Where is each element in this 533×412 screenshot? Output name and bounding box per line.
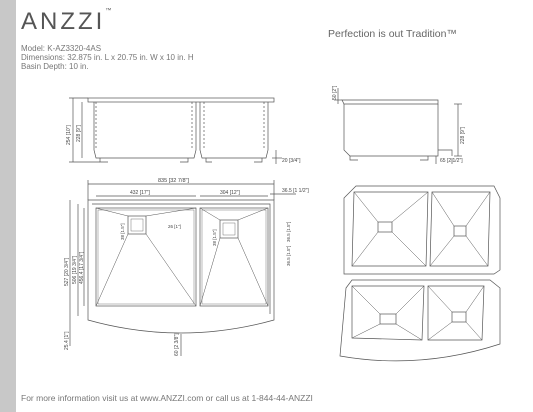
top-overall-width: 835 [32 7/8"]: [158, 178, 189, 184]
front-rim: [87, 97, 275, 103]
front-height-inner: 228 [9"]: [76, 124, 82, 142]
front-view: 254 [10"] 228 [9"] 20 [3/4"]: [66, 97, 301, 164]
iso-top-bowl-left: [351, 191, 429, 267]
top-depth-3: 456.4 [17 3/4"]: [79, 251, 85, 284]
front-bowl-left: [93, 102, 197, 159]
side-rim: [341, 99, 439, 105]
side-body: [343, 104, 439, 157]
drain-left: [127, 215, 147, 235]
iso-top-outline: [343, 185, 501, 275]
top-bottom: 60 [2 3/8"]: [174, 333, 180, 356]
side-feet: [349, 156, 429, 161]
drain-right-b: 36.5 [1.5"]: [286, 222, 291, 242]
drain-right-c: 36.5 [1.5"]: [286, 246, 291, 266]
logo-trademark: ™: [105, 8, 112, 14]
side-apron: [438, 149, 453, 156]
logo-text: ANZZI: [21, 8, 106, 35]
top-right-bowl: 304 [12"]: [220, 190, 240, 196]
top-view: 835 [32 7/8"] 432 [17"] 304 [12"] 36.5 […: [64, 178, 309, 356]
top-apron: 25.4 [1"]: [64, 331, 70, 350]
iso-top-drain-right: [453, 225, 467, 237]
iso-top-drain-left: [377, 221, 393, 233]
sidebar-band: [0, 0, 16, 412]
tagline: Perfection is out Tradition™: [328, 28, 457, 40]
top-overall-depth: 527 [20 3/4"]: [64, 257, 70, 286]
drain-right: [219, 219, 239, 239]
front-hidden-lines: [95, 102, 265, 148]
top-bowl-right: [199, 207, 269, 307]
footer-contact: For more information visit us at www.ANZ…: [21, 393, 313, 403]
top-left-bowl: 432 [17"]: [130, 190, 150, 196]
spec-dimensions: Dimensions: 32.875 in. L x 20.75 in. W x…: [21, 53, 194, 62]
top-depth-2: 506 [19 3/4"]: [72, 255, 78, 284]
side-height-dim: 228 [9"]: [460, 126, 466, 144]
top-bowl-left: [95, 207, 197, 307]
front-bowl-right: [199, 102, 269, 159]
iso-bottom-bowl-right: [427, 285, 485, 341]
drain-left-b: 26 [1"]: [168, 224, 181, 229]
side-top-dim: 50 [2"]: [332, 85, 338, 100]
front-lip: 20 [3/4"]: [282, 158, 301, 164]
isometric-top-view: [343, 185, 501, 275]
isometric-bottom-view: [339, 279, 501, 362]
iso-bottom-drain-right: [451, 311, 467, 323]
top-inner-rim: [92, 203, 271, 314]
drain-left-a: 38 [1.5"]: [120, 223, 125, 240]
front-feet: [99, 158, 263, 163]
top-outline: [87, 199, 275, 334]
iso-bottom-outline: [339, 279, 501, 362]
side-view: 50 [2"] 228 [9"] 65 [2 1/2"]: [332, 85, 466, 164]
spec-basin-depth: Basin Depth: 10 in.: [21, 62, 89, 71]
brand-logo: ANZZI™: [21, 8, 111, 36]
drain-right-a: 38 [1.5"]: [212, 229, 217, 246]
side-bottom-dim: 65 [2 1/2"]: [440, 158, 463, 164]
iso-bottom-drain-left: [379, 313, 397, 325]
front-height-outer: 254 [10"]: [66, 125, 72, 145]
iso-bottom-bowl-left: [351, 285, 425, 341]
top-right-margin: 36.5 [1 1/2"]: [282, 188, 309, 194]
spec-model: Model: K-AZ3320-4AS: [21, 44, 102, 53]
